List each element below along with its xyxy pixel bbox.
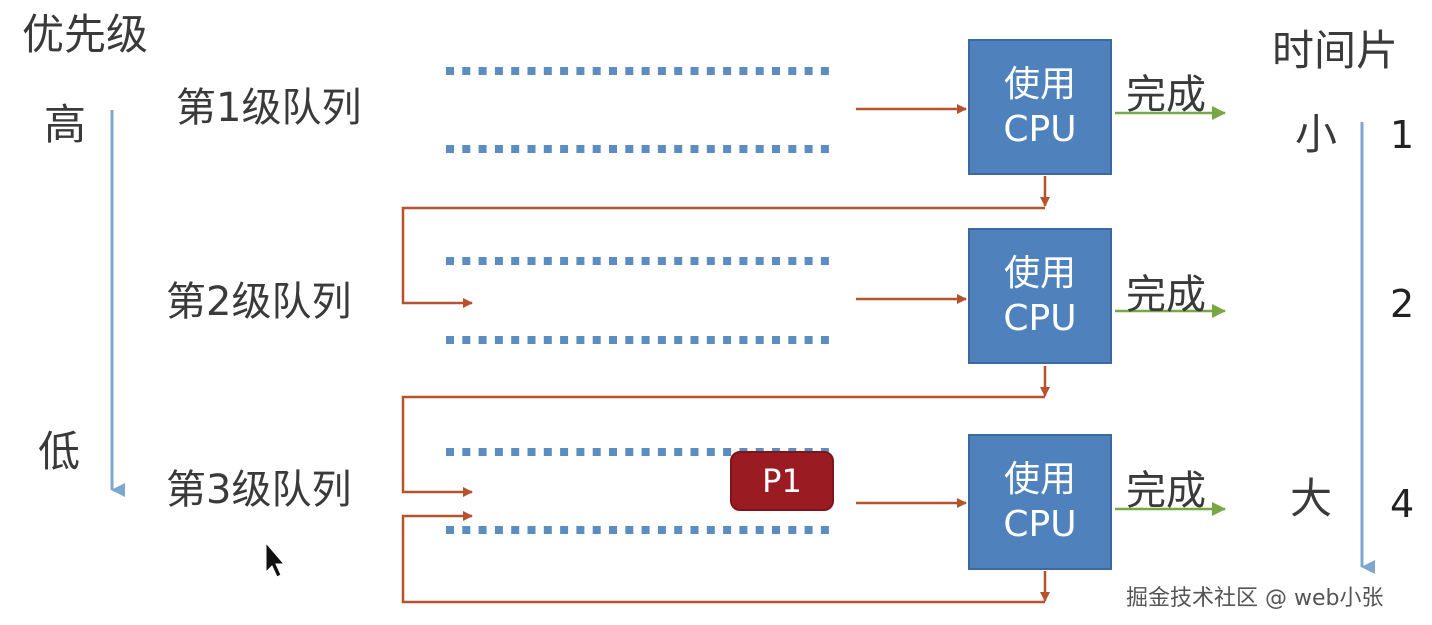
timeslice-title: 时间片 xyxy=(1272,26,1399,75)
timeslice-large-label: 大 xyxy=(1290,474,1333,523)
process-p1: P1 xyxy=(730,451,834,511)
priority-high-label: 高 xyxy=(44,100,87,149)
cpu-box-2: 使用 CPU xyxy=(968,228,1112,364)
cpu1-line1: 使用 xyxy=(1003,64,1076,105)
cpu3-line1: 使用 xyxy=(1003,459,1076,500)
timeslice-value-4: 4 xyxy=(1390,482,1415,526)
timeslice-small-label: 小 xyxy=(1295,110,1338,159)
cpu2-done-label: 完成 xyxy=(1126,272,1206,318)
watermark-text: 掘金技术社区 @ web小张 xyxy=(1126,586,1384,611)
queue2-label: 第2级队列 xyxy=(166,279,352,325)
cpu-box-1: 使用 CPU xyxy=(968,39,1112,175)
queue3-label: 第3级队列 xyxy=(166,467,352,513)
timeslice-value-2: 2 xyxy=(1390,282,1415,326)
priority-low-label: 低 xyxy=(38,427,81,476)
cpu2-line2: CPU xyxy=(1003,298,1077,339)
priority-title: 优先级 xyxy=(22,10,149,59)
demote-to-queue2-path xyxy=(401,206,1045,308)
mouse-cursor-icon xyxy=(265,541,286,578)
cpu3-line2: CPU xyxy=(1003,504,1077,545)
demote-to-queue3-path xyxy=(401,395,1045,497)
cpu1-done-label: 完成 xyxy=(1126,72,1206,118)
cpu2-line1: 使用 xyxy=(1003,253,1076,294)
queue1-label: 第1级队列 xyxy=(176,85,362,131)
requeue-to-queue3-path xyxy=(401,511,1045,604)
cpu1-line2: CPU xyxy=(1003,109,1077,150)
timeslice-value-1: 1 xyxy=(1390,113,1415,157)
cpu3-done-label: 完成 xyxy=(1126,468,1206,514)
cpu-box-3: 使用 CPU xyxy=(968,434,1112,570)
